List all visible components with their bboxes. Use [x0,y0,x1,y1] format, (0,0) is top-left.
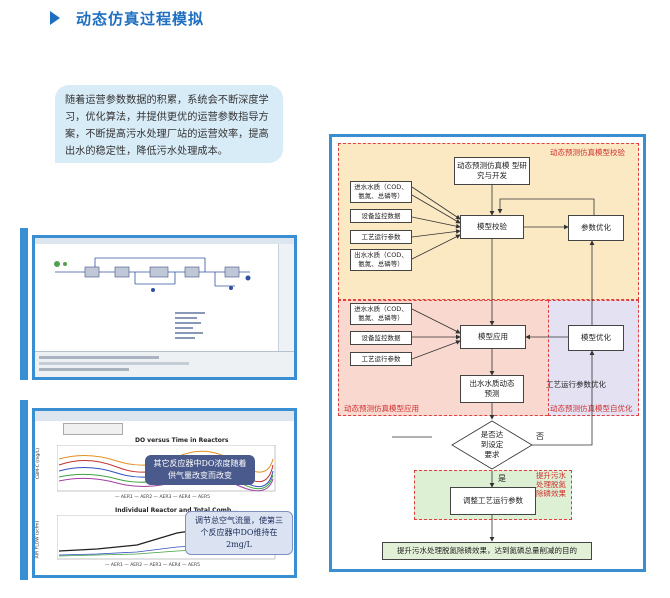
time-control [63,423,123,435]
edge-label-yes: 是 [498,474,506,483]
window-toolbar-2 [35,411,294,421]
node-model-check: 模型校验 [460,215,524,239]
decision-text: 是否达 到设定 要求 [480,430,504,459]
title-arrow-icon [50,11,60,25]
node-equipment-1: 设备监控数据 [350,209,412,223]
region-self-optimize [548,300,639,416]
left-strip [20,228,28,380]
chart1-title: DO versus Time in Reactors [135,437,229,444]
node-inflow-1: 进水水质（COD、 氨氮、总磷等） [350,181,412,203]
chart2-legend: — AER1 — AER2 — AER3 — AER4 — AER5 [105,563,200,568]
chart1-ylabel: CBM-C (mg/L) [36,447,42,480]
node-research: 动态预测仿真模 型研究与开发 [454,157,530,185]
chart2-ylabel: AIR FLOW (scfm) [35,520,41,559]
process-diagram [54,257,251,339]
process-opt-label: 工艺运行参数优化 [546,380,606,389]
node-process-2: 工艺运行参数 [350,352,412,366]
do-chart-screenshot: DO versus Time in Reactors CBM-C (mg/L) … [32,408,297,578]
region-self-optimize-label: 动态预测仿真模型自优化 [550,404,633,413]
node-equipment-2: 设备监控数据 [350,331,412,345]
node-predict: 出水水质动态 预测 [460,375,524,403]
window-toolbar [35,238,294,244]
decision-diamond [451,420,533,470]
window-status-panel [35,351,294,377]
node-goal: 提升污水处理脱氮除磷效果，达到氮磷总量削减的目的 [382,542,592,560]
window-sidebar [278,244,294,377]
chart1-legend: — AER1 — AER2 — AER3 — AER4 — AER5 [115,495,210,500]
simulation-screenshot [32,235,297,380]
chart2-title: Individual Reactor and Total Comb... [115,507,239,514]
page-title: 动态仿真过程模拟 [76,10,205,28]
region-calibration-label: 动态预测仿真模型校验 [550,148,625,157]
left-strip-2 [20,400,28,580]
node-process-1: 工艺运行参数 [350,230,412,244]
node-outflow: 出水水质（COD、 氨氮、总磷等） [350,249,412,271]
edge-label-no: 否 [536,432,544,441]
node-model-apply: 模型应用 [460,325,526,349]
node-param-opt: 参数优化 [568,215,624,241]
flowchart-edges [392,185,595,542]
region-application-label: 动态预测仿真模型应用 [344,404,419,413]
intro-text: 随着运营参数数据的积累，系统会不断深度学习，优化算法，并提供更优的运营参数指导方… [55,85,283,163]
node-model-opt: 模型优化 [568,325,624,351]
callout-air-flow: 调节总空气流量，使第三个反应器中DO维持在2mg/L [185,511,293,555]
node-adjust: 调整工艺运行参数 [450,487,536,515]
flowchart-panel: 动态预测仿真模型校验 动态预测仿真模型应用 动态预测仿真模型自优化 提升污水 处… [329,134,646,572]
callout-do-change: 其它反应器中DO浓度随着供气量改变而改变 [145,455,255,485]
node-inflow-2: 进水水质（COD、 氨氮、总磷等） [350,303,412,325]
region-effect-label: 提升污水 处理脱氮 除磷效果 [536,471,566,498]
